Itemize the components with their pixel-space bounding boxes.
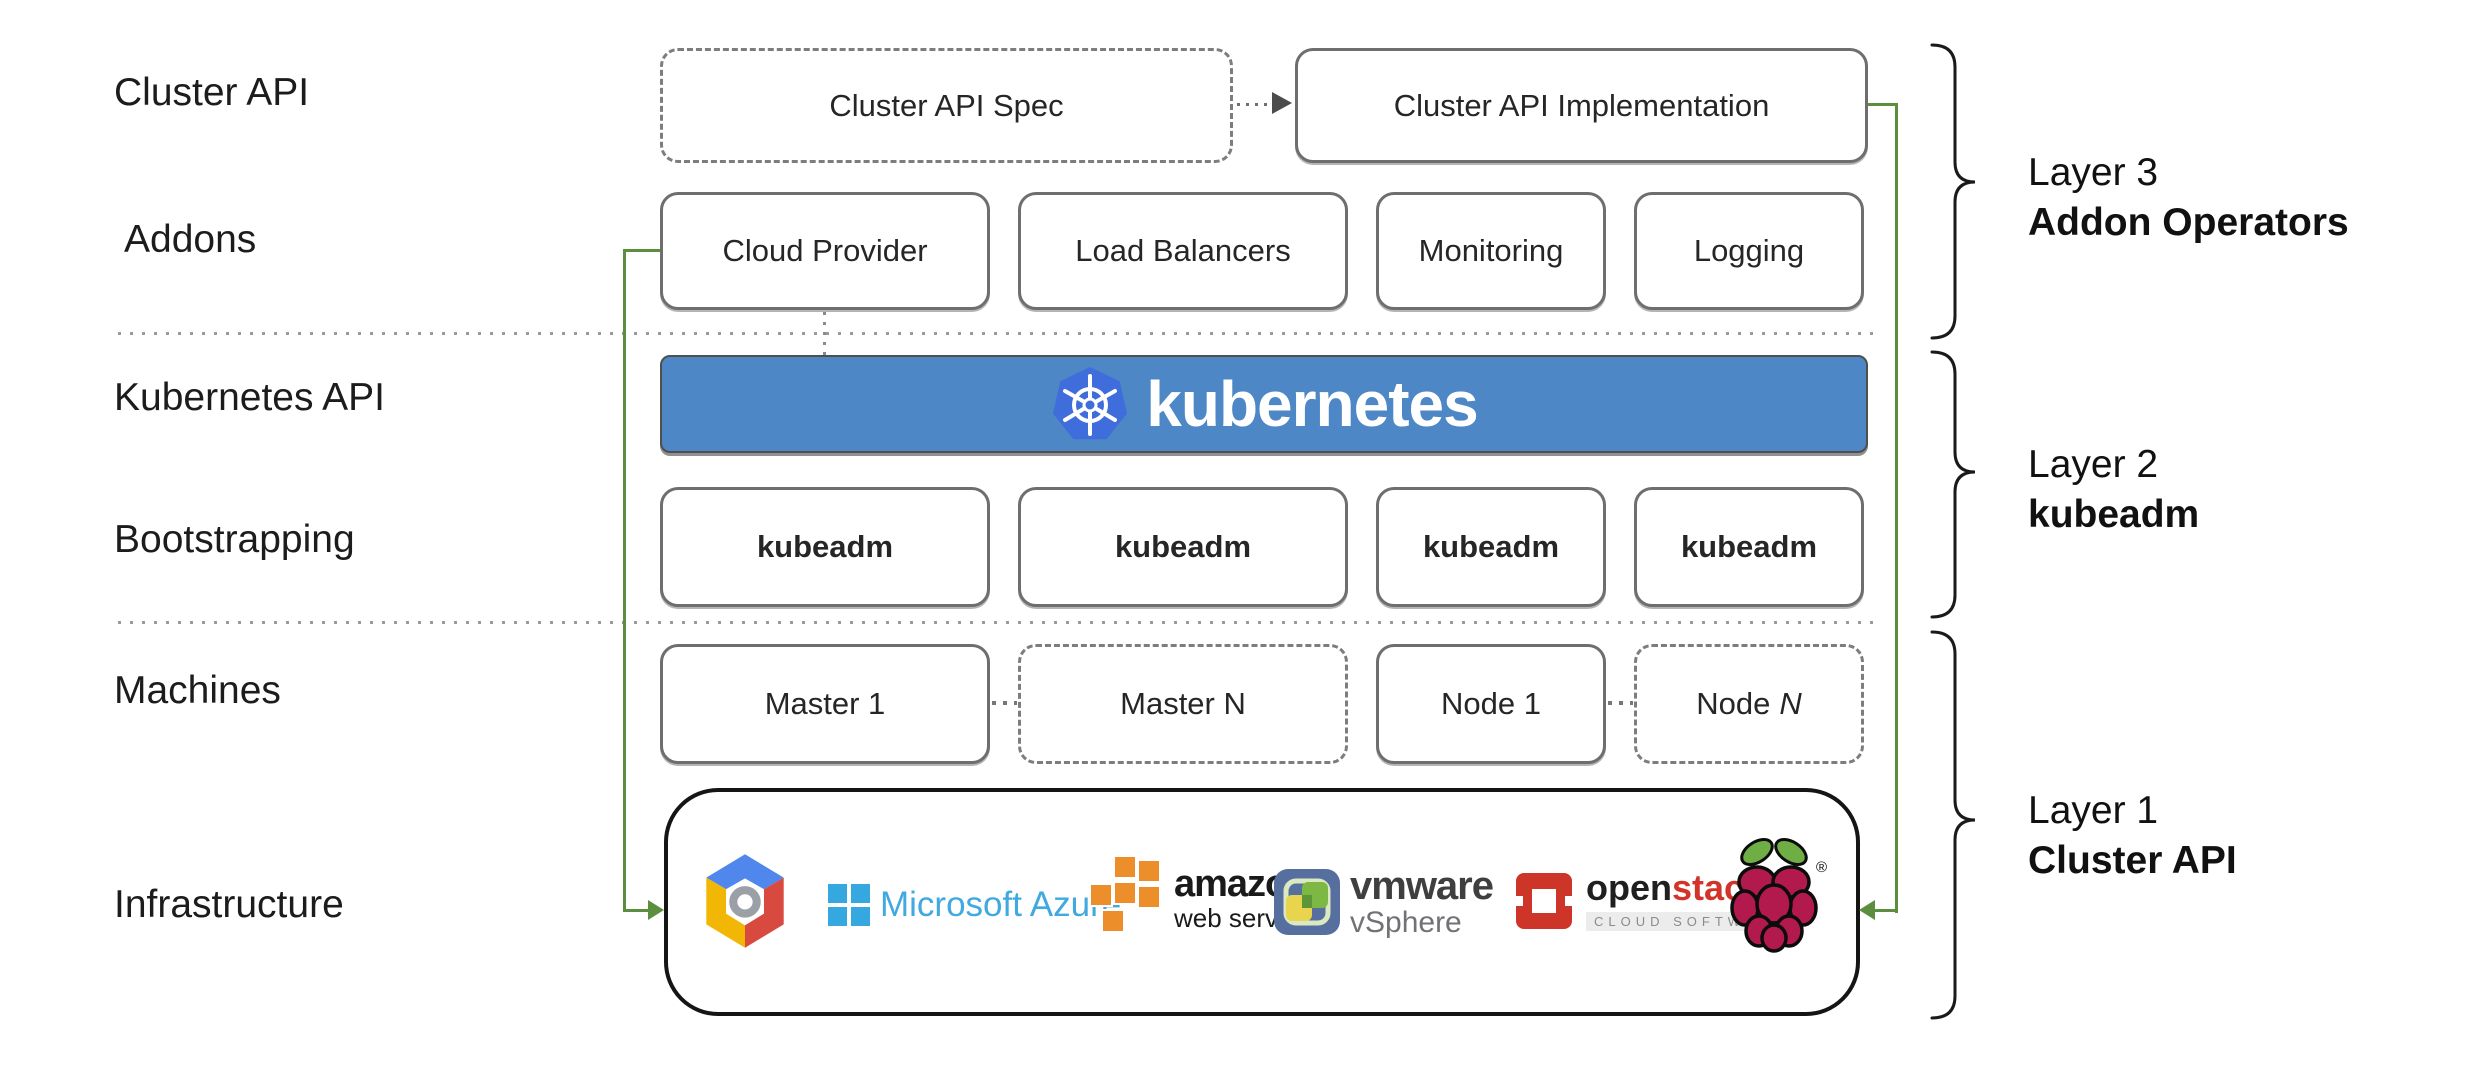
vmware-logo: vmware vSphere (1274, 864, 1494, 939)
master-1-box: Master 1 (660, 644, 990, 764)
kubeadm-label-1: kubeadm (756, 529, 894, 564)
google-cloud-icon (706, 854, 784, 948)
brace-layer-2 (1930, 350, 1976, 619)
connector-green-left-vertical (623, 249, 626, 911)
layer-1-title: Layer 1 (2028, 789, 2159, 832)
layer-3-title: Layer 3 (2028, 151, 2159, 194)
brace-layer-1 (1930, 630, 1976, 1020)
green-arrow-left-icon (1859, 900, 1875, 920)
row-label-infrastructure: Infrastructure (114, 883, 344, 926)
aws-cubes-icon (1089, 855, 1161, 933)
layer-2-subtitle: kubeadm (2028, 493, 2200, 536)
layer-1-label: Layer 1 Cluster API (2028, 786, 2237, 886)
connector-green-right-vertical (1895, 103, 1898, 913)
addon-box-cloud-provider: Cloud Provider (660, 192, 990, 310)
connector-green-left-top-segment (623, 249, 660, 252)
azure-logo: Microsoft Azure (828, 884, 1121, 926)
layer-separator-bottom (118, 621, 1878, 624)
openstack-icon (1514, 872, 1574, 929)
row-label-cluster-api: Cluster API (114, 71, 310, 114)
connector-green-right-top-segment (1868, 103, 1898, 106)
openstack-label-open: open (1586, 867, 1672, 908)
layer-1-subtitle: Cluster API (2028, 839, 2237, 882)
cloud-provider-label: Cloud Provider (722, 233, 928, 268)
connector-green-left-bottom-segment (623, 909, 649, 912)
row-label-machines: Machines (114, 669, 281, 712)
logging-label: Logging (1693, 233, 1805, 268)
layer-3-subtitle: Addon Operators (2028, 201, 2349, 244)
node-1-label: Node 1 (1441, 686, 1541, 721)
raspberry-pi-icon: ® (1730, 838, 1827, 953)
cluster-api-implementation-box: Cluster API Implementation (1295, 48, 1868, 163)
cloud-provider-to-kubernetes-dotted-line (823, 312, 826, 355)
load-balancers-label: Load Balancers (1075, 233, 1291, 268)
monitoring-label: Monitoring (1418, 233, 1564, 268)
cluster-api-spec-box: Cluster API Spec (660, 48, 1233, 163)
brace-layer-3 (1930, 43, 1976, 340)
node-n-label: Node (1696, 686, 1771, 721)
addon-box-load-balancers: Load Balancers (1018, 192, 1348, 310)
infrastructure-box: Microsoft Azure amazon web services (664, 788, 1860, 1016)
kubeadm-label-3: kubeadm (1422, 529, 1560, 564)
kubernetes-banner: kubernetes (660, 355, 1868, 453)
spec-to-implementation-dotted-line (1237, 103, 1273, 106)
node-1-box: Node 1 (1376, 644, 1606, 764)
kubernetes-logo-icon (1053, 367, 1128, 440)
row-label-bootstrapping: Bootstrapping (114, 518, 355, 561)
kubeadm-label-4: kubeadm (1680, 529, 1818, 564)
kubeadm-box-1: kubeadm (660, 487, 990, 607)
rpi-registered-mark: ® (1816, 859, 1827, 876)
cluster-api-implementation-label: Cluster API Implementation (1393, 87, 1770, 123)
row-label-addons: Addons (124, 218, 257, 261)
node-dotted-connector (1608, 701, 1633, 705)
google-cloud-logo (700, 850, 790, 952)
master-dotted-connector (992, 701, 1017, 705)
layer-separator-top (118, 332, 1878, 335)
connector-green-right-bottom-segment (1875, 909, 1898, 912)
kubeadm-label-2: kubeadm (1114, 529, 1252, 564)
master-n-box: Master N (1018, 644, 1348, 764)
vmware-text: vmware vSphere (1350, 864, 1494, 939)
raspberry-pi-logo: ® (1724, 832, 1828, 958)
master-n-label: Master N (1120, 686, 1246, 721)
master-1-label: Master 1 (764, 686, 886, 721)
node-n-variable: N (1779, 686, 1802, 721)
addon-box-logging: Logging (1634, 192, 1864, 310)
kubeadm-box-3: kubeadm (1376, 487, 1606, 607)
green-arrow-right-icon (648, 900, 664, 920)
layer-3-label: Layer 3 Addon Operators (2028, 148, 2349, 248)
microsoft-flag-icon (828, 884, 870, 926)
kubeadm-box-4: kubeadm (1634, 487, 1864, 607)
kubeadm-box-2: kubeadm (1018, 487, 1348, 607)
kubernetes-banner-label: kubernetes (1146, 368, 1478, 440)
layer-2-title: Layer 2 (2028, 443, 2159, 486)
vmware-icon (1274, 869, 1340, 935)
layer-2-label: Layer 2 kubeadm (2028, 440, 2199, 540)
vmware-label: vmware (1350, 864, 1494, 908)
arrow-right-icon (1272, 92, 1292, 114)
vsphere-label: vSphere (1350, 906, 1462, 939)
azure-label: Microsoft Azure (880, 885, 1122, 924)
row-label-kubernetes-api: Kubernetes API (114, 376, 386, 419)
cluster-api-spec-label: Cluster API Spec (829, 87, 1064, 123)
addon-box-monitoring: Monitoring (1376, 192, 1606, 310)
